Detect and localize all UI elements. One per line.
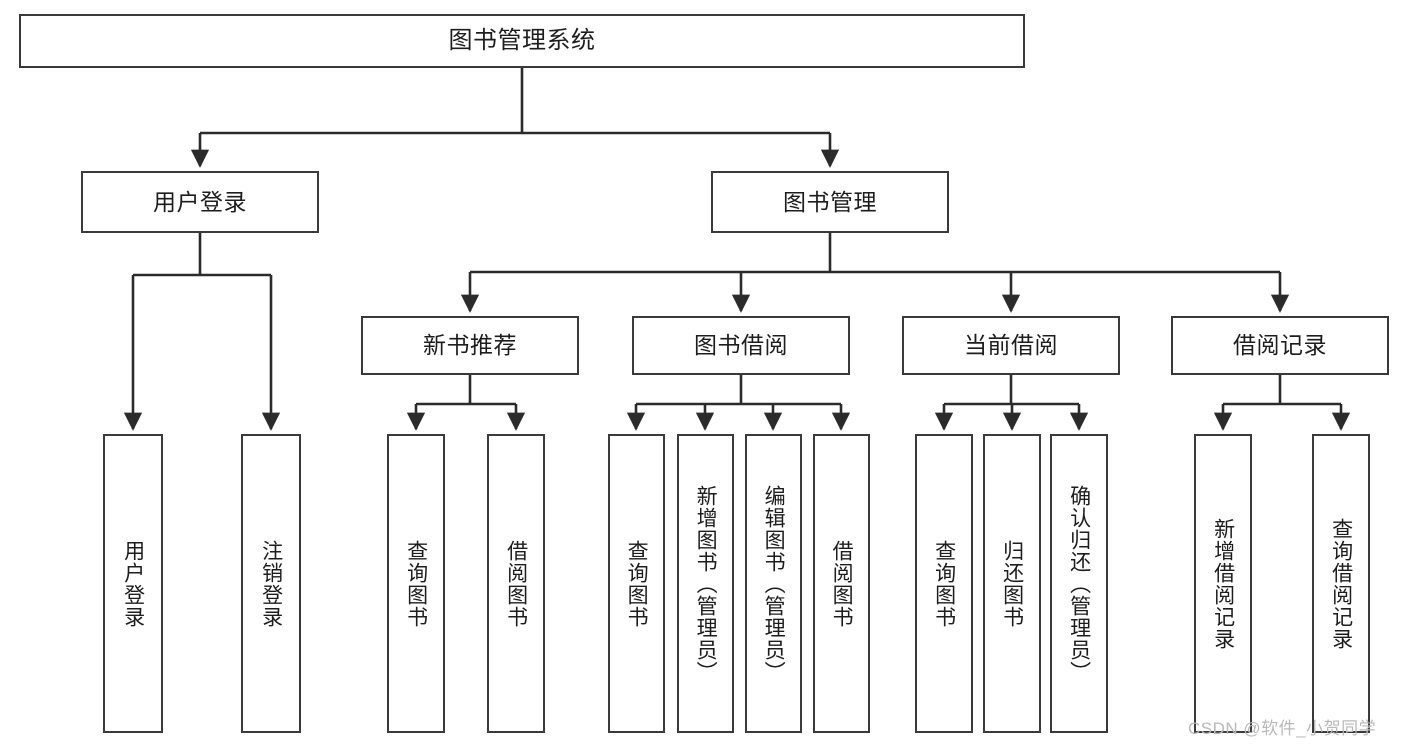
node-label: 借阅图书 bbox=[830, 539, 854, 628]
node-label: 编辑图书（管理员） bbox=[762, 484, 786, 683]
node-label: 确认归还（管理员） bbox=[1067, 484, 1091, 683]
node-label: 当前借阅 bbox=[964, 332, 1058, 359]
node-label: 图书借阅 bbox=[694, 332, 788, 359]
node-borrow-record[interactable]: 借阅记录 bbox=[1171, 316, 1389, 375]
node-label: 归还图书 bbox=[1000, 539, 1024, 628]
node-label: 查询借阅记录 bbox=[1329, 517, 1353, 650]
leaf-query-book-borrow[interactable]: 查询图书 bbox=[608, 434, 665, 733]
node-label: 注销登录 bbox=[259, 539, 283, 628]
leaf-add-borrow-record[interactable]: 新增借阅记录 bbox=[1194, 434, 1252, 733]
node-book-borrow[interactable]: 图书借阅 bbox=[632, 316, 850, 375]
node-user-login[interactable]: 用户登录 bbox=[81, 171, 319, 233]
leaf-query-borrow-record[interactable]: 查询借阅记录 bbox=[1312, 434, 1370, 733]
node-label: 新书推荐 bbox=[423, 332, 517, 359]
leaf-edit-book-admin[interactable]: 编辑图书（管理员） bbox=[745, 434, 802, 733]
node-label: 新增借阅记录 bbox=[1211, 517, 1235, 650]
leaf-user-login[interactable]: 用户登录 bbox=[103, 434, 163, 733]
node-label: 用户登录 bbox=[121, 539, 145, 628]
leaf-add-book-admin[interactable]: 新增图书（管理员） bbox=[677, 434, 734, 733]
csdn-watermark: CSDN @软件_小贺同学 bbox=[1188, 719, 1377, 738]
leaf-borrow-book[interactable]: 借阅图书 bbox=[813, 434, 870, 733]
node-label: 借阅图书 bbox=[504, 539, 528, 628]
node-root-system[interactable]: 图书管理系统 bbox=[19, 14, 1025, 68]
leaf-return-book[interactable]: 归还图书 bbox=[983, 434, 1041, 733]
leaf-confirm-return-admin[interactable]: 确认归还（管理员） bbox=[1050, 434, 1108, 733]
node-label: 图书管理 bbox=[783, 188, 877, 215]
leaf-logout[interactable]: 注销登录 bbox=[241, 434, 301, 733]
node-label: 查询图书 bbox=[404, 539, 428, 628]
leaf-query-book-newbook[interactable]: 查询图书 bbox=[387, 434, 445, 733]
leaf-borrow-book-newbook[interactable]: 借阅图书 bbox=[487, 434, 545, 733]
node-label: 图书管理系统 bbox=[448, 27, 596, 55]
node-label: 用户登录 bbox=[153, 188, 247, 215]
node-new-book-recommend[interactable]: 新书推荐 bbox=[361, 316, 579, 375]
node-label: 借阅记录 bbox=[1233, 332, 1327, 359]
node-book-management[interactable]: 图书管理 bbox=[711, 171, 949, 233]
node-label: 查询图书 bbox=[625, 539, 649, 628]
node-label: 新增图书（管理员） bbox=[694, 484, 718, 683]
node-label: 查询图书 bbox=[932, 539, 956, 628]
leaf-query-book-current[interactable]: 查询图书 bbox=[915, 434, 973, 733]
node-current-borrow[interactable]: 当前借阅 bbox=[902, 316, 1120, 375]
